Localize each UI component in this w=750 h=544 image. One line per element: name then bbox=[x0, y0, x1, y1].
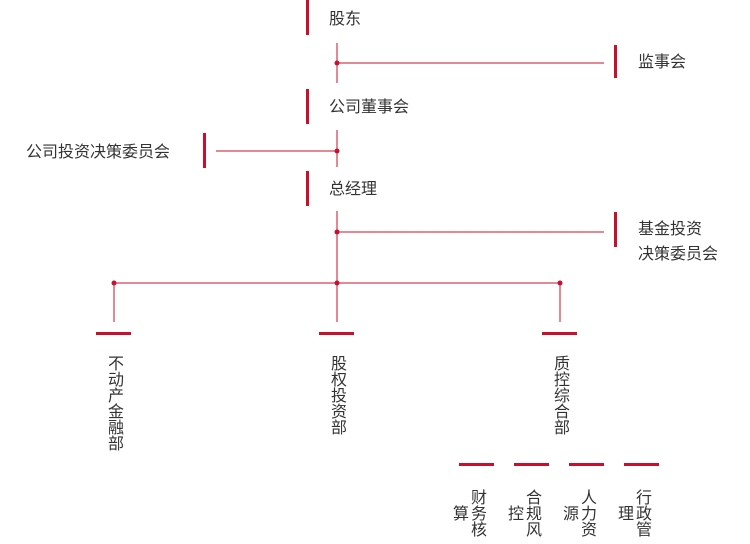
junction-dot bbox=[334, 280, 340, 286]
equity-investment-marker bbox=[319, 332, 354, 335]
junction-dot bbox=[334, 229, 340, 235]
administration-marker bbox=[624, 463, 659, 466]
equity-investment-label: 股权投资部 bbox=[328, 355, 347, 435]
board-marker bbox=[306, 89, 309, 124]
general-manager-marker bbox=[306, 171, 309, 206]
junction-dot bbox=[111, 280, 117, 286]
junction-dot bbox=[334, 148, 340, 154]
supervisors-label: 监事会 bbox=[638, 52, 687, 71]
compliance-risk-label: 合规风控 bbox=[505, 488, 542, 537]
company-committee-label: 公司投资决策委员会 bbox=[26, 142, 171, 161]
supervisors-marker bbox=[614, 45, 617, 78]
quality-risk-label: 质控综合部 bbox=[551, 355, 570, 435]
finance-accounting-label: 财务核算 bbox=[450, 488, 487, 537]
company-committee-marker bbox=[203, 133, 206, 168]
administration-label: 行政管理 bbox=[615, 488, 652, 537]
human-resources-label: 人力资源 bbox=[560, 488, 597, 537]
quality-risk-marker bbox=[542, 332, 577, 335]
general-manager-label: 总经理 bbox=[329, 179, 378, 198]
junction-dot bbox=[334, 60, 340, 66]
compliance-risk-marker bbox=[514, 463, 549, 466]
fund-committee-marker bbox=[614, 212, 617, 247]
fund-committee-label-line1: 基金投资 bbox=[638, 219, 703, 238]
finance-accounting-marker bbox=[459, 463, 494, 466]
shareholders-marker bbox=[306, 0, 309, 35]
shareholders-label: 股东 bbox=[329, 9, 362, 28]
real-estate-finance-label: 不动产金融部 bbox=[105, 355, 124, 451]
human-resources-marker bbox=[569, 463, 604, 466]
junction-dot bbox=[557, 280, 563, 286]
fund-committee-label-line2: 决策委员会 bbox=[638, 244, 719, 263]
board-label: 公司董事会 bbox=[329, 97, 410, 116]
real-estate-marker bbox=[96, 332, 131, 335]
